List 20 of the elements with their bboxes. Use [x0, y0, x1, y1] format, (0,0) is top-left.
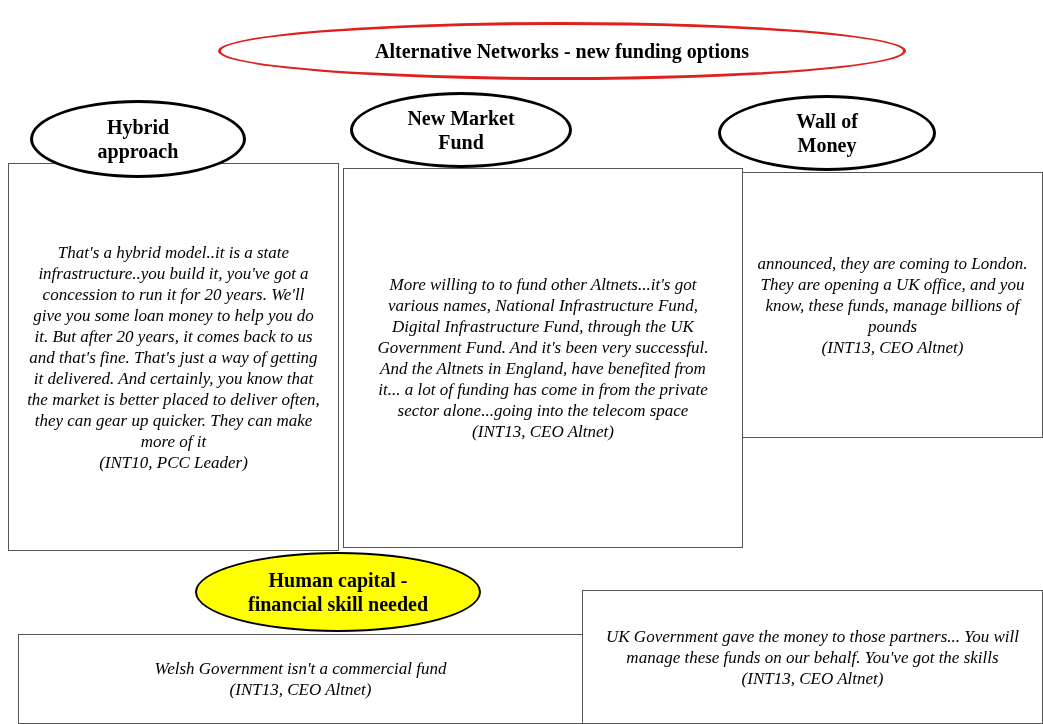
quote-text: Welsh Government isn't a commercial fund: [154, 658, 447, 679]
quote-text: announced, they are coming to London. They are opening a UK office, and you know, these funds, manage billions of pounds: [756, 252, 1029, 337]
heading-text: Human capital - financial skill needed: [247, 568, 429, 616]
quote-text: More willing to to fund other Altnets...it's got various names, National Infrastructure Fund, Digital Infrastructure Fund, through the UK Government Fund. And it's been very successful. And the Altnets in England, have benefited from it... a lot of funding has come in from the private sector alone...going into the telecom space: [376, 274, 710, 421]
heading-text: Wall of Money: [795, 109, 859, 157]
quote-box: [742, 172, 1043, 438]
attribution-text: (INT13, CEO Altnet): [741, 667, 884, 689]
attribution-text: (INT13, CEO Altnet): [229, 679, 372, 700]
quote-text: That's a hybrid model..it is a state infrastructure..you build it, you've got a concession to run it for 20 years. We'll give you some loan money to help you do it. But after 20 years, it comes back to us and that's fine. That's just a way of getting it delivered. And certainly, you know that the market is better placed to deliver often, they can gear up quicker. They can make more of it: [27, 241, 320, 452]
quote-box: [582, 590, 1043, 724]
attribution-text: (INT10, PCC Leader): [99, 451, 248, 473]
quote-text: UK Government gave the money to those partners... You will manage these funds on our behalf. You've got the skills: [605, 625, 1020, 668]
quote-box: [8, 163, 339, 551]
heading-text: Alternative Networks - new funding options: [375, 39, 749, 63]
quote-box: [343, 168, 743, 548]
attribution-text: (INT13, CEO Altnet): [472, 421, 614, 442]
heading-text: New Market Fund: [406, 106, 516, 154]
attribution-text: (INT13, CEO Altnet): [821, 336, 964, 358]
heading-text: Hybrid approach: [96, 115, 180, 163]
quote-box: [18, 634, 583, 724]
